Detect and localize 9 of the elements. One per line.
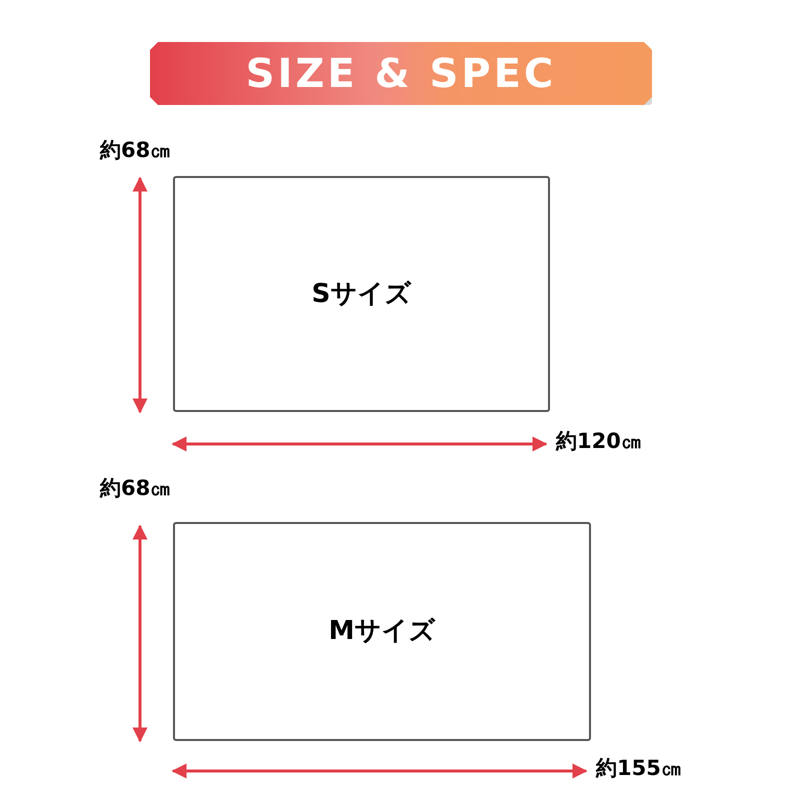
title: SIZE & SPEC	[246, 54, 556, 94]
size-name: Mサイズ	[328, 615, 436, 648]
size-rectangle	[173, 522, 591, 741]
dimension-label: 約120㎝	[556, 431, 642, 452]
size-rectangle	[173, 176, 550, 412]
size-name: Sサイズ	[312, 278, 412, 310]
dimension-label: 約155㎝	[596, 758, 682, 779]
dimension-label: 約68㎝	[100, 140, 172, 161]
dimension-label: 約68㎝	[100, 478, 172, 499]
